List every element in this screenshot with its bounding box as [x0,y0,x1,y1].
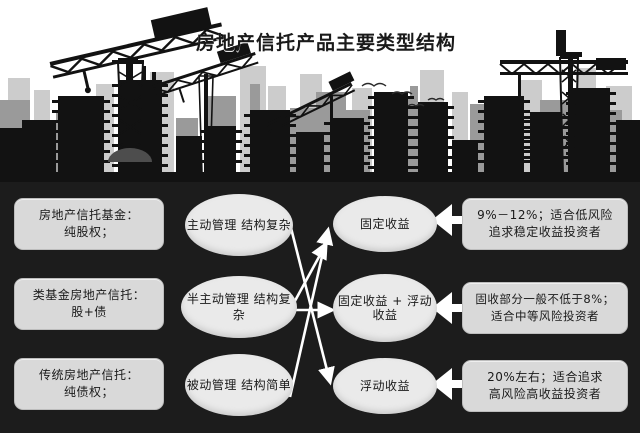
tower-crane-small-icon [264,71,356,174]
return-type-2-line1: 固定收益 [337,294,388,308]
management-style-ellipse-1[interactable]: 主动管理 结构复杂 [185,194,293,256]
product-type-3-line1: 传统房地产信托： [38,368,139,382]
management-style-2-line2: 结构复杂 [232,292,292,322]
product-type-3-line2: 纯债权； [63,385,114,399]
return-type-ellipse-3[interactable]: 浮动收益 [333,358,437,414]
diagram-panel: 房地产信托基金： 纯股权； 类基金房地产信托： 股+债 传统房地产信托： 纯债权… [0,182,640,433]
investor-profile-box-1[interactable]: 9%－12%；适合低风险 追求稳定收益投资者 [462,198,628,250]
header-banner: 房地产信托产品主要类型结构 [0,0,640,182]
investor-profile-1-line1: 9%－12%；适合低风险 [477,208,613,222]
product-type-box-3[interactable]: 传统房地产信托： 纯债权； [14,358,164,410]
management-style-ellipse-2[interactable]: 半主动管理 结构复杂 [181,276,297,338]
investor-profile-3-line2: 高风险高收益投资者 [488,387,602,401]
product-type-2-line1: 类基金房地产信托： [32,288,146,302]
investor-profile-box-3[interactable]: 20%左右；适合追求 高风险高收益投资者 [462,360,628,412]
return-type-1-line1: 固定收益 [359,217,410,231]
product-type-box-1[interactable]: 房地产信托基金： 纯股权； [14,198,164,250]
investor-profile-3-line1: 20%左右；适合追求 [487,370,603,384]
investor-profile-2-line1: 固收部分一般不低于8%； [475,292,615,306]
management-style-1-line1: 主动管理 [186,218,237,232]
product-type-box-2[interactable]: 类基金房地产信托： 股+债 [14,278,164,330]
return-type-ellipse-1[interactable]: 固定收益 [333,196,437,252]
management-style-2-line1: 半主动管理 [186,292,250,306]
investor-profile-box-2[interactable]: 固收部分一般不低于8%； 适合中等风险投资者 [462,282,628,334]
dome-structure [108,148,152,162]
management-style-3-line1: 被动管理 [186,378,237,392]
management-style-1-line2: 结构复杂 [241,218,292,232]
page-title: 房地产信托产品主要类型结构 [196,32,457,54]
management-style-3-line2: 结构简单 [241,378,292,392]
investor-profile-2-line2: 适合中等风险投资者 [491,309,599,323]
product-type-2-line2: 股+债 [71,305,107,319]
return-type-2-line3: 浮动收益 [372,294,433,322]
tower-crane-mid-icon [152,41,259,175]
construction-skyline-illustration [0,0,640,182]
return-type-2-line2: + [392,294,403,308]
return-type-ellipse-2[interactable]: 固定收益 + 浮动收益 [333,274,437,342]
product-type-1-line1: 房地产信托基金： [38,208,139,222]
bird-icons [361,82,445,107]
return-type-3-line1: 浮动收益 [359,379,410,393]
investor-profile-1-line2: 追求稳定收益投资者 [488,225,602,239]
product-type-1-line2: 纯股权； [63,225,114,239]
management-style-ellipse-3[interactable]: 被动管理 结构简单 [185,354,293,416]
tower-crane-right-icon [499,30,628,175]
skyline-dark-layer [0,66,640,182]
